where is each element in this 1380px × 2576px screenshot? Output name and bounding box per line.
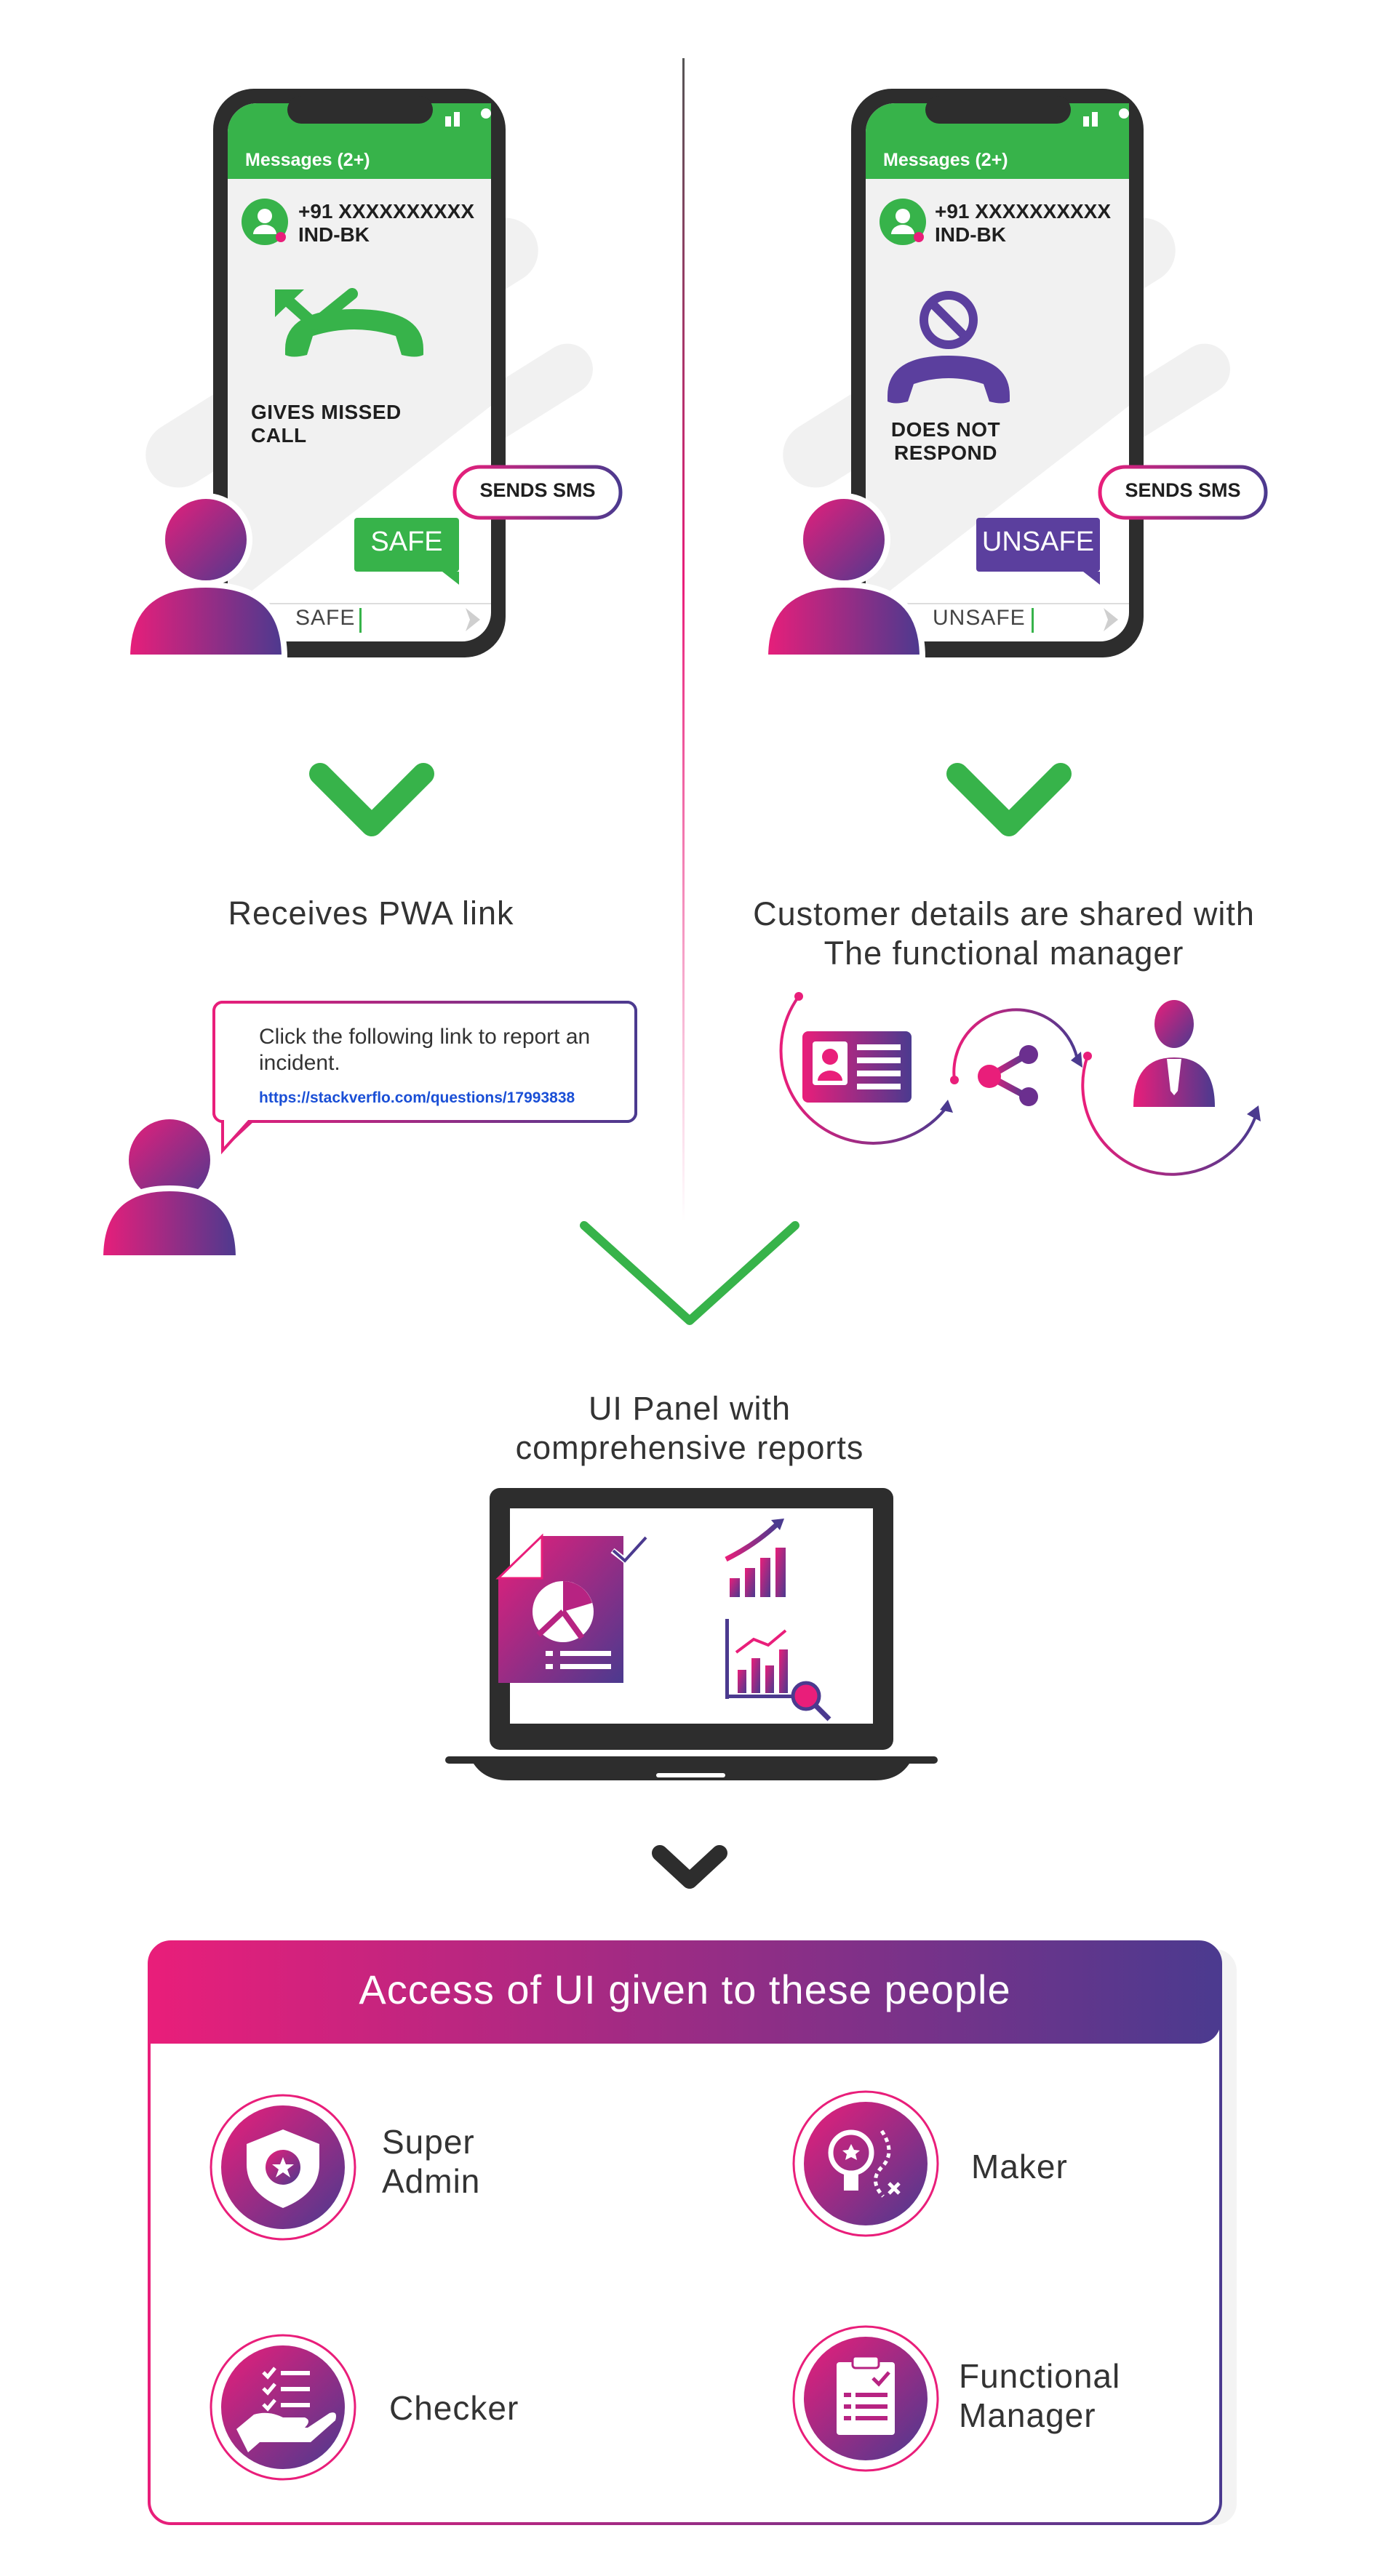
send-icon-2[interactable]: [1104, 608, 1118, 631]
phone-header-right: Messages (2+): [883, 150, 1008, 170]
contact-name: IND-BK: [935, 223, 1006, 246]
customer-details-line1: Customer details are shared with: [753, 895, 1255, 932]
phone-safe: [213, 89, 506, 657]
access-header-title: Access of UI given to these people: [359, 1967, 1011, 2012]
center-divider: [682, 58, 685, 1222]
role-maker: Maker: [971, 2148, 1068, 2185]
sends-sms-label-right: SENDS SMS: [1125, 479, 1241, 501]
share-icon: [978, 1045, 1038, 1106]
unsafe-bubble-text: UNSAFE: [981, 527, 1095, 557]
phone-unsafe: [851, 89, 1144, 657]
safe-bubble[interactable]: [354, 518, 459, 585]
missed-call-label: GIVES MISSED CALL: [251, 401, 402, 447]
manager-icon: [1133, 1000, 1215, 1107]
receives-pwa-title: Receives PWA link: [228, 895, 514, 932]
missed-call-icon: [275, 288, 423, 357]
details-flow: [779, 992, 1261, 1176]
chevron-down-icon-center: [580, 1221, 799, 1325]
role-super-admin: Super Admin: [382, 2123, 481, 2200]
safe-bubble-text: SAFE: [370, 527, 443, 557]
role-circle-super-admin: [210, 2094, 356, 2241]
role-circle-checker: [210, 2334, 356, 2481]
message-input-left[interactable]: SAFE: [295, 606, 356, 630]
ui-panel-line2: comprehensive reports: [515, 1429, 864, 1466]
ui-panel-title: UI Panel with comprehensive reports: [435, 1389, 944, 1468]
no-response-label: DOES NOT RESPOND: [890, 418, 1001, 464]
role-checker: Checker: [389, 2389, 519, 2427]
chevron-down-icon-left: [309, 763, 434, 836]
sends-sms-label-left: SENDS SMS: [479, 479, 596, 501]
chevron-down-icon-right: [946, 763, 1072, 836]
laptop-icon: [445, 1488, 938, 1780]
access-header-bg: [149, 1942, 1221, 2044]
person-pwa-icon: [97, 1113, 242, 1261]
sends-sms-pill-right: [1098, 465, 1268, 520]
ui-panel-line1: UI Panel with: [588, 1390, 791, 1427]
person-left-icon: [124, 493, 288, 660]
send-icon[interactable]: [466, 608, 480, 631]
id-card-icon: [802, 1031, 912, 1103]
chevron-down-icon-dark: [652, 1845, 727, 1889]
phone-header-left: Messages (2+): [245, 150, 370, 170]
message-input-right[interactable]: UNSAFE: [933, 606, 1026, 630]
role-circle-functional-manager: [792, 2325, 939, 2472]
sends-sms-pill-left: [452, 465, 623, 520]
role-circle-maker: [792, 2090, 939, 2237]
contact-name: IND-BK: [298, 223, 370, 246]
pwa-message-box: [212, 1001, 637, 1155]
customer-details-line2: The functional manager: [823, 935, 1184, 972]
contact-info-right[interactable]: +91 XXXXXXXXXX IND-BK: [935, 200, 1111, 247]
person-right-icon: [762, 493, 926, 660]
role-functional-manager: Functional Manager: [959, 2357, 1121, 2434]
pwa-link[interactable]: https://stackverflo.com/questions/179938…: [259, 1089, 575, 1106]
pwa-message-text: Click the following link to report an in…: [259, 1025, 591, 1075]
customer-details-title: Customer details are shared with The fun…: [720, 895, 1288, 973]
unsafe-bubble[interactable]: [976, 518, 1100, 585]
blocked-call-icon: [888, 291, 1010, 404]
contact-number: +91 XXXXXXXXXX: [935, 200, 1112, 223]
contact-number: +91 XXXXXXXXXX: [298, 200, 475, 223]
contact-info-left[interactable]: +91 XXXXXXXXXX IND-BK: [298, 200, 474, 247]
pwa-message: Click the following link to report an in…: [259, 1024, 615, 1111]
